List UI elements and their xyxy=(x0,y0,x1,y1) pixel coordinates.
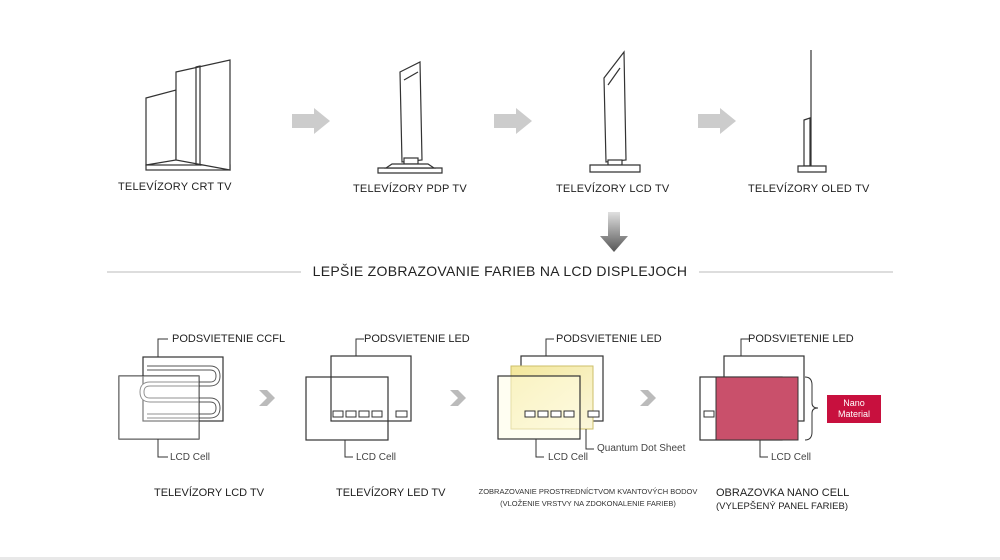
crt-tv-label: TELEVÍZORY CRT TV xyxy=(118,181,232,193)
quantum-backlight-label: PODSVIETENIE LED xyxy=(556,333,662,345)
quantum-title-line2: (VLOŽENIE VRSTVY NA ZDOKONALENIE FARIEB) xyxy=(500,499,676,508)
oled-tv-illustration xyxy=(797,50,827,173)
nano-cell-subtitle: (VYLEPŠENÝ PANEL FARIEB) xyxy=(716,501,848,512)
arrow-right-icon xyxy=(698,108,736,134)
chevron-right-icon xyxy=(640,390,656,406)
pdp-tv-illustration xyxy=(377,61,443,174)
arrow-right-icon xyxy=(494,108,532,134)
badge-line2: Material xyxy=(837,409,870,419)
pdp-tv-label: TELEVÍZORY PDP TV xyxy=(353,183,467,195)
nano-material-badge: Nano Material xyxy=(827,395,881,423)
lcd-tv-title: TELEVÍZORY LCD TV xyxy=(154,487,265,499)
quantum-title-line1: ZOBRAZOVANIE PROSTREDNÍCTVOM KVANTOVÝCH … xyxy=(478,487,698,496)
arrow-right-icon xyxy=(292,108,330,134)
chevron-right-icon xyxy=(259,390,275,406)
lcd-tv-label: TELEVÍZORY LCD TV xyxy=(556,183,670,195)
panel-nano-cell-illustration xyxy=(699,338,819,458)
ccfl-backlight-label: PODSVIETENIE CCFL xyxy=(172,333,286,345)
lcd-cell-label: LCD Cell xyxy=(356,452,397,463)
crt-tv-illustration xyxy=(145,59,231,171)
nano-cell-title: OBRAZOVKA NANO CELL xyxy=(716,487,850,499)
oled-tv-label: TELEVÍZORY OLED TV xyxy=(748,183,870,195)
footer-divider xyxy=(0,557,1000,560)
panel-led-illustration xyxy=(305,338,412,458)
section-heading: LEPŠIE ZOBRAZOVANIE FARIEB NA LCD DISPLE… xyxy=(0,263,1000,279)
panel-ccfl-illustration xyxy=(118,338,224,458)
arrow-down-icon xyxy=(600,212,628,252)
badge-line1: Nano xyxy=(843,398,865,408)
chevron-right-icon xyxy=(450,390,466,406)
lcd-cell-label: LCD Cell xyxy=(170,452,211,463)
led-tv-title: TELEVÍZORY LED TV xyxy=(336,487,446,499)
panel-quantum-dot-illustration xyxy=(497,338,604,458)
lcd-cell-label: LCD Cell xyxy=(771,452,812,463)
quantum-dot-sheet-label: Quantum Dot Sheet xyxy=(597,443,686,454)
section-heading-text: LEPŠIE ZOBRAZOVANIE FARIEB NA LCD DISPLE… xyxy=(300,263,700,279)
nano-backlight-label: PODSVIETENIE LED xyxy=(748,333,854,345)
lcd-cell-label: LCD Cell xyxy=(548,452,589,463)
lcd-tv-illustration xyxy=(589,50,641,173)
led-backlight-label: PODSVIETENIE LED xyxy=(364,333,470,345)
